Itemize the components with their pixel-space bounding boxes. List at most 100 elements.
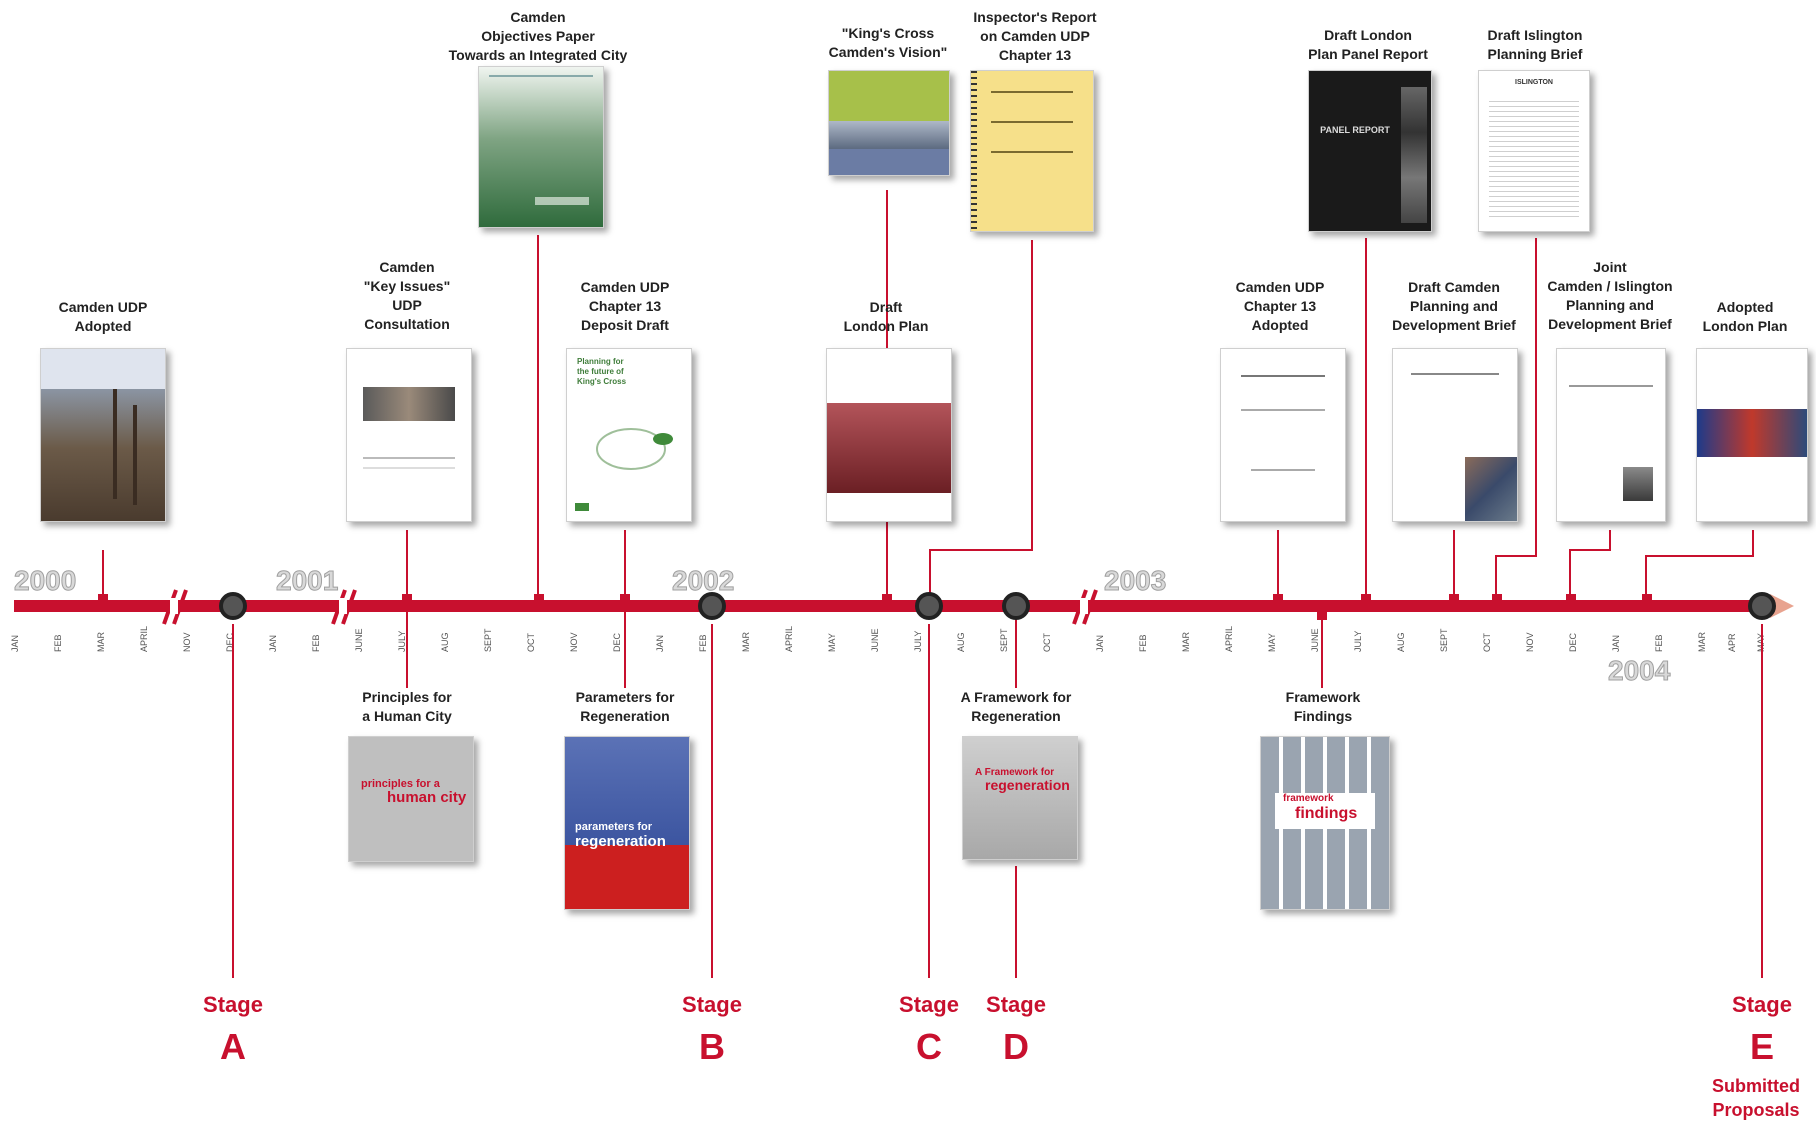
month-label: JAN: [268, 635, 278, 652]
label-adopted-london-plan: Adopted London Plan: [1702, 299, 1788, 334]
break-mark: [172, 589, 188, 625]
month-label: FEB: [1138, 634, 1148, 652]
findings-cover-title-1: framework: [1283, 793, 1334, 804]
milestone-c: [915, 592, 943, 620]
deposit-cover-title: Planning for the future of King's Cross: [577, 357, 627, 386]
stage-d-word: Stage: [986, 992, 1046, 1017]
doc-islington-brief: ISLINGTON: [1478, 70, 1590, 232]
month-label: JULY: [397, 631, 407, 652]
doc-objectives-paper: [478, 66, 604, 228]
doc-framework: A Framework for regeneration: [962, 736, 1078, 860]
month-label: OCT: [1482, 633, 1492, 653]
milestone-a: [219, 592, 247, 620]
month-label: JUNE: [1310, 628, 1320, 652]
month-label: OCT: [526, 633, 536, 653]
doc-camden-brief: [1392, 348, 1518, 522]
stage-d-letter: D: [1003, 1026, 1029, 1067]
break-mark: [1082, 589, 1098, 625]
doc-udp-adopted: [40, 348, 166, 522]
month-label: APRIL: [139, 626, 149, 652]
month-label: JULY: [1353, 631, 1363, 652]
doc-kings-cross-vision: [828, 70, 950, 176]
stage-c-letter: C: [916, 1026, 942, 1067]
month-label: MAY: [1267, 633, 1277, 652]
month-label: MAR: [741, 632, 751, 653]
month-label: JUNE: [354, 628, 364, 652]
month-label: FEB: [1654, 634, 1664, 652]
label-framework-findings: Framework Findings: [1285, 689, 1361, 724]
year-2001: 2001: [276, 565, 338, 596]
month-label: AUG: [1396, 632, 1406, 652]
stage-e-note: Submitted Proposals: [1712, 1076, 1800, 1120]
islington-logo: ISLINGTON: [1515, 79, 1553, 86]
month-label: OCT: [1042, 633, 1052, 653]
month-label: SEPT: [483, 628, 493, 652]
month-label: JAN: [655, 635, 665, 652]
month-label: NOV: [1525, 632, 1535, 652]
doc-ch13-adopted: [1220, 348, 1346, 522]
milestone-e: [1748, 592, 1776, 620]
month-label: JAN: [1611, 635, 1621, 652]
stage-milestones: [219, 592, 1776, 620]
month-label: SEPT: [1439, 628, 1449, 652]
doc-draft-london-plan: [826, 348, 952, 522]
connector-lines-up: [102, 190, 1754, 598]
stage-e-letter: E: [1749, 1026, 1774, 1067]
connector-lines-down: [232, 612, 1763, 978]
label-objectives-paper: Camden Objectives Paper Towards an Integ…: [448, 9, 628, 63]
label-kings-cross-vision: "King's Cross Camden's Vision": [828, 25, 948, 60]
milestone-d: [1002, 592, 1030, 620]
doc-panel-report: PANEL REPORT: [1308, 70, 1432, 232]
month-label: NOV: [569, 632, 579, 652]
month-label: JULY: [913, 631, 923, 652]
doc-inspectors-report: [970, 70, 1094, 232]
month-label: AUG: [440, 632, 450, 652]
month-label: MAR: [1181, 632, 1191, 653]
label-key-issues: Camden "Key Issues" UDP Consultation: [363, 259, 451, 332]
label-principles: Principles for a Human City: [362, 689, 452, 724]
label-parameters: Parameters for Regeneration: [575, 689, 675, 724]
principles-cover-title-2: human city: [387, 789, 467, 806]
panel-report-cover-title: PANEL REPORT: [1320, 125, 1390, 135]
month-label: APRIL: [1224, 626, 1234, 652]
framework-cover-title-1: A Framework for: [975, 767, 1055, 778]
principles-cover-title-1: principles for a: [361, 778, 440, 790]
year-2004: 2004: [1608, 655, 1671, 686]
label-udp-adopted: Camden UDP Adopted: [58, 299, 148, 334]
month-label: APRIL: [784, 626, 794, 652]
month-label: FEB: [698, 634, 708, 652]
break-mark: [341, 589, 357, 625]
label-draft-london-plan: Draft London Plan: [843, 299, 929, 334]
framework-cover-title-2: regeneration: [985, 777, 1070, 793]
month-label: DEC: [1568, 632, 1578, 652]
month-label: FEB: [53, 634, 63, 652]
label-panel-report: Draft London Plan Panel Report: [1308, 27, 1428, 62]
parameters-cover-title-2: regeneration: [575, 833, 666, 850]
label-deposit-draft: Camden UDP Chapter 13 Deposit Draft: [580, 279, 670, 333]
label-camden-brief: Draft Camden Planning and Development Br…: [1392, 279, 1516, 333]
timeline-axis: [14, 600, 1770, 612]
stage-e-word: Stage: [1732, 992, 1792, 1017]
month-label: MAR: [1697, 632, 1707, 653]
doc-principles: principles for a human city: [348, 736, 474, 862]
month-label: JAN: [10, 635, 20, 652]
month-label: FEB: [311, 634, 321, 652]
month-label: NOV: [182, 632, 192, 652]
doc-parameters: parameters for regeneration: [564, 736, 690, 910]
month-label: SEPT: [999, 628, 1009, 652]
month-label: APR: [1727, 633, 1737, 652]
doc-framework-findings: framework findings: [1260, 736, 1390, 910]
month-label: AUG: [956, 632, 966, 652]
doc-adopted-london-plan: [1696, 348, 1808, 522]
stage-a-letter: A: [220, 1026, 246, 1067]
axis-arrow-icon: [1770, 594, 1794, 618]
month-label: DEC: [225, 632, 235, 652]
label-inspectors-report: Inspector's Report on Camden UDP Chapter…: [973, 9, 1097, 63]
stage-b-letter: B: [699, 1026, 725, 1067]
month-label: JUNE: [870, 628, 880, 652]
year-2000: 2000: [14, 565, 76, 596]
stage-a-word: Stage: [203, 992, 263, 1017]
doc-key-issues: [346, 348, 472, 522]
